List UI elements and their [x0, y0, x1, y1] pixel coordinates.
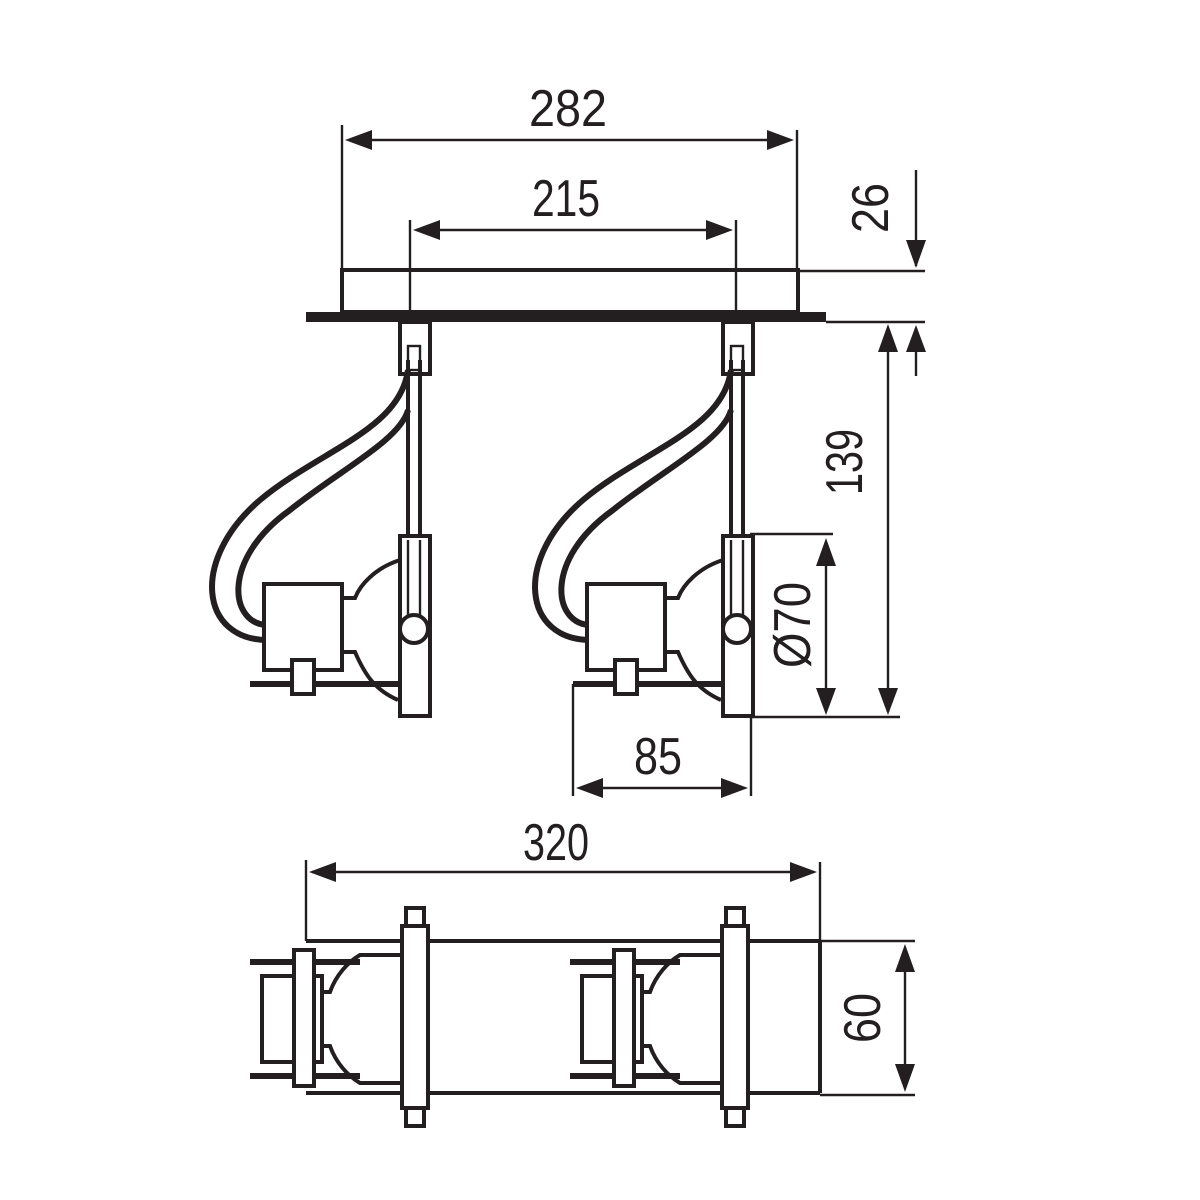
base-plate [306, 312, 826, 322]
arm-clip [290, 658, 316, 696]
cable-inner [558, 408, 734, 628]
lamp-holder [720, 924, 750, 1110]
cable-outer [209, 369, 411, 643]
dimension-85: 85 [571, 684, 753, 798]
cable-inner [235, 408, 411, 628]
arrow-right-icon [706, 220, 733, 240]
spotlight-top-left [250, 906, 430, 1128]
arrow-right-icon [790, 862, 817, 882]
arrow-left-icon [413, 220, 440, 240]
reflector-top [642, 953, 720, 994]
bracket-slot [729, 344, 745, 372]
arrow-up-icon [906, 325, 926, 352]
clip [292, 948, 316, 1088]
dimension-282: 282 [340, 80, 799, 270]
dimension-139: 139 [750, 324, 900, 719]
cable-outer [532, 369, 734, 643]
arrow-up-icon [816, 538, 836, 566]
arrow-down-icon [878, 688, 898, 715]
side-view: 282 215 26 139 [209, 80, 926, 798]
arrow-left-icon [345, 130, 372, 150]
holder-cap-top [724, 906, 746, 928]
reflector-bottom [322, 1044, 400, 1085]
arrow-left-icon [576, 778, 603, 798]
dimension-label: 26 [842, 183, 900, 233]
dimension-label: 320 [523, 814, 589, 872]
clip [612, 948, 636, 1088]
dimension-label: 282 [529, 80, 607, 138]
holder-cap-bottom [724, 1106, 746, 1128]
lamp-holder [400, 924, 430, 1110]
arrow-right-icon [767, 130, 794, 150]
dimension-label: Ø70 [764, 582, 822, 668]
bracket-slot [406, 344, 422, 372]
pivot-joint [398, 613, 430, 645]
dimension-60: 60 [820, 939, 915, 1097]
top-view: 320 60 [250, 814, 915, 1128]
arrow-left-icon [309, 862, 336, 882]
reflector-top [344, 558, 401, 600]
reflector-bottom [667, 650, 722, 702]
transformer-box [262, 582, 344, 672]
arrow-up-icon [878, 324, 898, 352]
arrow-down-icon [895, 1064, 915, 1092]
dimension-26: 26 [798, 170, 926, 376]
arrow-up-icon [895, 944, 915, 972]
arm-clip [613, 658, 639, 696]
dimension-320: 320 [304, 814, 822, 941]
arrow-down-icon [816, 688, 836, 715]
reflector-top [667, 558, 724, 600]
arrow-down-icon [906, 240, 926, 268]
dimension-lamp-diameter: Ø70 [750, 532, 836, 715]
dimension-label: 85 [634, 728, 682, 786]
dimension-label: 139 [816, 429, 874, 495]
spotlight-top-right [570, 906, 750, 1128]
dimension-215: 215 [408, 170, 738, 322]
spotlight-right [532, 320, 755, 718]
dimension-label: 60 [834, 993, 892, 1043]
holder-cap-bottom [404, 1106, 426, 1128]
reflector-bottom [344, 650, 399, 702]
holder-cap-top [404, 906, 426, 928]
reflector-bottom [642, 1044, 720, 1085]
dimension-label: 215 [532, 170, 600, 228]
spotlight-left [209, 320, 432, 718]
transformer-box [585, 582, 667, 672]
ceiling-base [306, 268, 826, 322]
reflector-top [322, 953, 400, 994]
pivot-joint [721, 613, 753, 645]
arrow-right-icon [721, 778, 748, 798]
